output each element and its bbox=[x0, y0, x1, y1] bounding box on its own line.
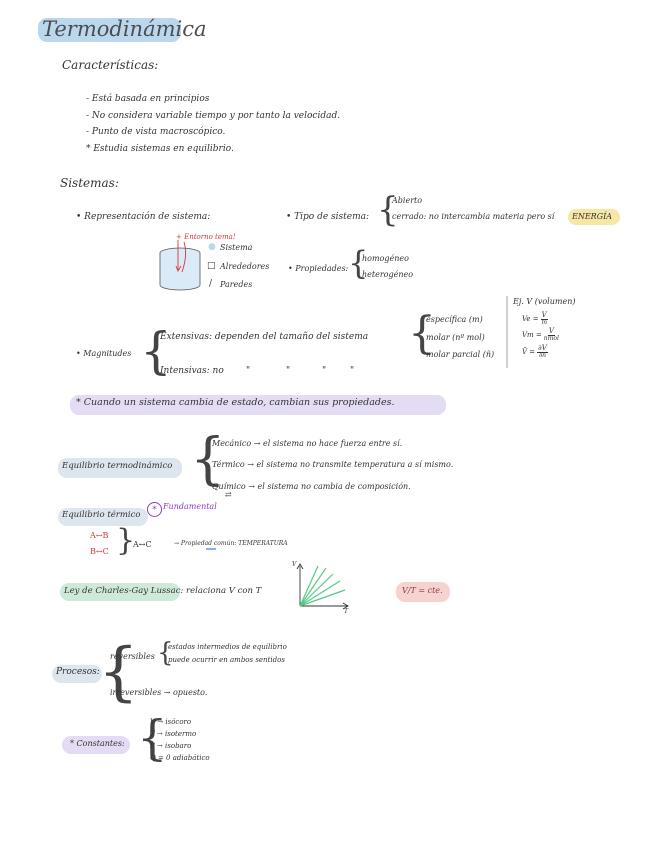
energia-highlight bbox=[568, 209, 620, 225]
ditto-mark: " bbox=[322, 366, 327, 376]
ej-brace: { bbox=[408, 308, 436, 359]
entorno-label: + Entorno tema! bbox=[176, 233, 236, 241]
caracteristicas-item: - Está basada en principios bbox=[86, 94, 210, 104]
relation-b-c: B↔C bbox=[90, 547, 109, 556]
intensivas-text: Intensivas: no bbox=[160, 366, 224, 376]
propiedad-comun: → Propiedad común: TEMPERATURA bbox=[174, 540, 288, 547]
formula-vm: Vm = V nmol bbox=[522, 327, 559, 342]
formula-vparcial: V̄ = ∂V ∂n bbox=[522, 344, 548, 359]
ej-molar: molar (nº mol) bbox=[426, 333, 485, 342]
reversibles-brace: { bbox=[157, 638, 174, 668]
equilibrio-brace: { bbox=[190, 427, 226, 492]
charles-badge: V/T = cte. bbox=[402, 586, 443, 595]
reversible-item: estados intermedios de equilibrio bbox=[168, 643, 287, 651]
propiedades-label: • Propiedades: bbox=[288, 264, 349, 273]
equilibrio-mecanico: Mecánico → el sistema no hace fuerza ent… bbox=[212, 439, 403, 448]
tipo-abierto: Abierto bbox=[392, 196, 423, 205]
propiedad-homogeneo: homogéneo bbox=[362, 254, 409, 263]
equilibrio-termico-highlight bbox=[58, 508, 148, 526]
caracteristicas-item: - No considera variable tiempo y por tan… bbox=[86, 111, 341, 121]
fundamental-star: * bbox=[152, 505, 157, 515]
paredes-legend-mark: / bbox=[209, 279, 213, 289]
procesos-highlight bbox=[52, 665, 102, 683]
legend-alrededores: Alrededores bbox=[220, 262, 270, 271]
ej-title: Ej. V (volumen) bbox=[513, 297, 576, 306]
fundamental-star-circle: * bbox=[147, 502, 162, 517]
sistema-legend-mark: ● bbox=[208, 242, 216, 252]
nota-highlight bbox=[70, 395, 446, 415]
charles-highlight bbox=[60, 583, 180, 601]
reversibles-label: reversibles bbox=[110, 652, 155, 661]
equilibrio-label: Equilibrio termodinámico bbox=[62, 461, 173, 471]
charles-axis-v: V bbox=[292, 561, 297, 568]
extensivas-text: Extensivas: dependen del tamaño del sist… bbox=[160, 332, 369, 342]
tipo-sistema-label: • Tipo de sistema: bbox=[286, 212, 370, 222]
constante-item: V → isócoro bbox=[150, 718, 192, 726]
title-highlight bbox=[38, 18, 181, 42]
constantes-highlight bbox=[62, 736, 130, 754]
charles-badge-highlight bbox=[396, 582, 450, 602]
charles-label: Ley de Charles-Gay Lussac: relaciona V c… bbox=[64, 586, 262, 596]
constante-item: T → isotermo bbox=[150, 730, 197, 738]
procesos-brace: { bbox=[98, 635, 139, 709]
caracteristicas-heading: Características: bbox=[62, 58, 159, 72]
page-title: Termodinámica bbox=[42, 17, 207, 41]
sistemas-heading: Sistemas: bbox=[60, 176, 119, 190]
ditto-mark: " bbox=[350, 366, 355, 376]
formula-ve: Ve = V m bbox=[522, 311, 548, 326]
nota-cambio-estado: * Cuando un sistema cambia de estado, ca… bbox=[76, 397, 395, 408]
irreversibles-label: irreversibles → opuesto. bbox=[110, 688, 208, 697]
legend-paredes: Paredes bbox=[220, 280, 253, 289]
tipo-cerrado: cerrado: no intercambia materia pero sí bbox=[392, 212, 555, 221]
caracteristicas-item: * Estudia sistemas en equilibrio. bbox=[86, 144, 234, 154]
ditto-mark: " bbox=[286, 366, 291, 376]
constante-item: Q = 0 adiabático bbox=[150, 754, 210, 762]
ej-especifica: específica (m) bbox=[426, 315, 483, 324]
energia-word: ENERGÍA bbox=[572, 212, 613, 221]
charles-axis-t: T bbox=[344, 608, 349, 615]
constantes-label: * Constantes: bbox=[70, 739, 125, 748]
propiedad-heterogeneo: heterogéneo bbox=[362, 270, 414, 279]
reversible-item: puede ocurrir en ambos sentidos bbox=[168, 656, 285, 664]
magnitudes-label: • Magnitudes bbox=[76, 349, 132, 358]
representacion-label: • Representación de sistema: bbox=[76, 212, 211, 222]
equilibrio-termico-label: Equilibrio térmico bbox=[62, 510, 141, 520]
tipo-brace: { bbox=[377, 190, 399, 230]
ditto-mark: " bbox=[246, 366, 251, 376]
constante-item: P → isobaro bbox=[150, 742, 192, 750]
magnitudes-brace: { bbox=[140, 322, 172, 380]
caracteristicas-item: - Punto de vista macroscópico. bbox=[86, 127, 226, 137]
relation-a-c: A↔C bbox=[133, 540, 152, 549]
propiedades-brace: { bbox=[348, 244, 369, 282]
relation-a-b: A↔B bbox=[90, 531, 109, 540]
equilibrium-arrow: ⇄ bbox=[225, 490, 232, 499]
alrededores-legend-mark: □ bbox=[207, 261, 216, 271]
equilibrio-quimico: Químico → el sistema no cambia de compos… bbox=[212, 482, 411, 491]
constantes-brace: { bbox=[137, 710, 168, 766]
ej-molar-parcial: molar parcial (ñ) bbox=[426, 350, 495, 359]
legend-sistema: Sistema bbox=[220, 243, 253, 252]
equilibrio-termico-item: Térmico → el sistema no transmite temper… bbox=[212, 460, 454, 469]
fundamental-label: Fundamental bbox=[163, 502, 217, 511]
equilibrio-highlight bbox=[58, 458, 182, 478]
procesos-label: Procesos: bbox=[56, 667, 100, 677]
